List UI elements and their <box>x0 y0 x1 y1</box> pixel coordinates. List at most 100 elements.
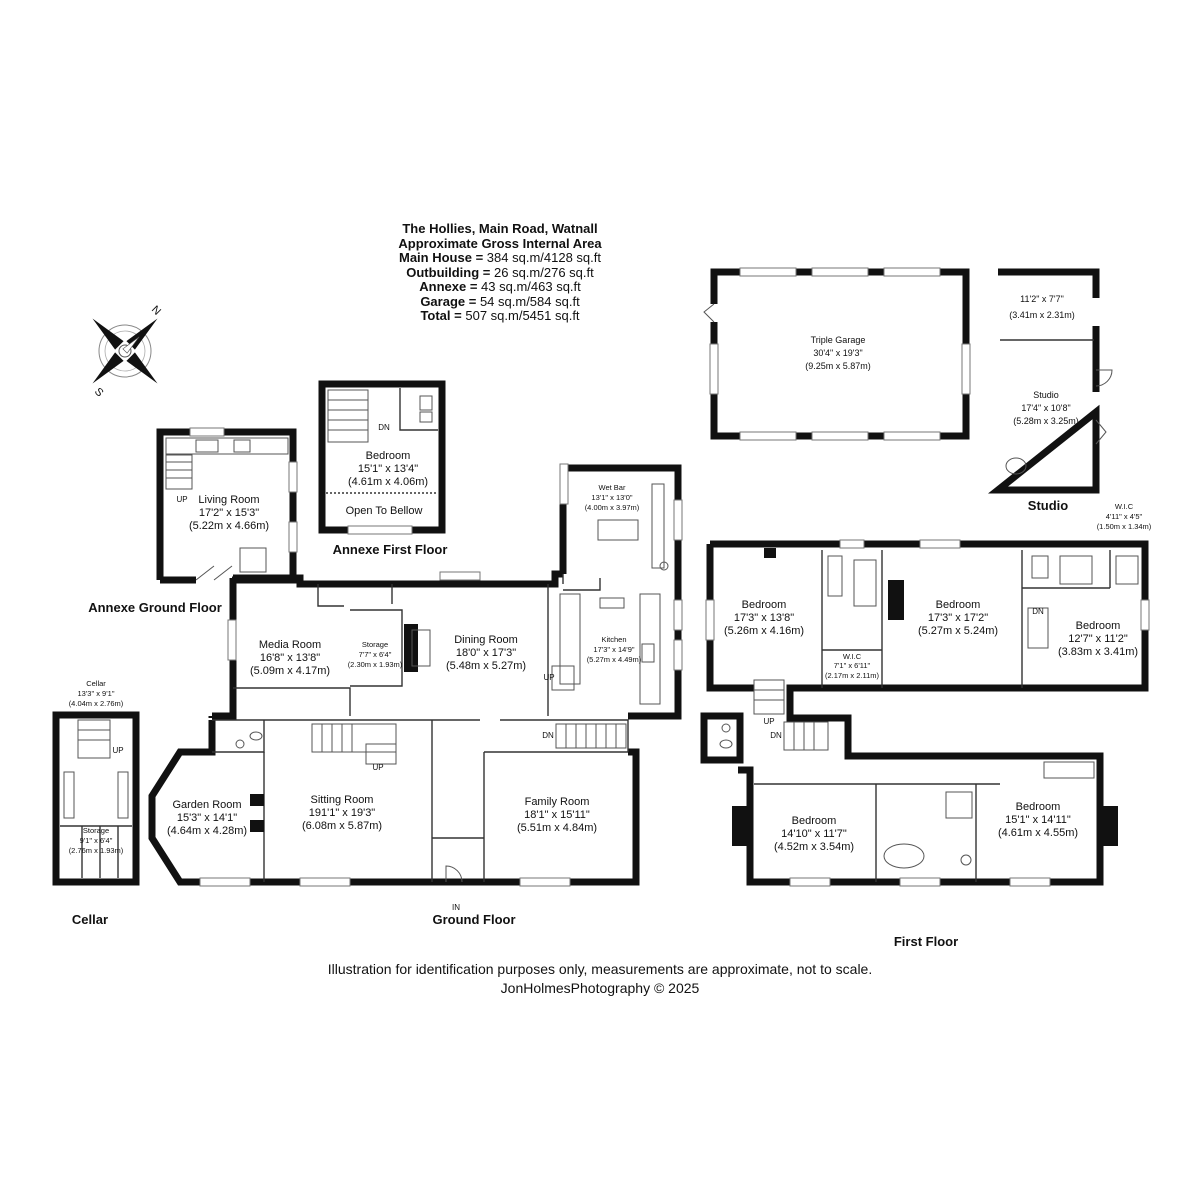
footer: Illustration for identification purposes… <box>200 960 1000 998</box>
area-row-total: Total = 507 sq.m/5451 sq.ft <box>420 308 580 323</box>
wic-right-metric: (1.50m x 1.34m) <box>1097 522 1152 531</box>
area-row-annexe: Annexe = 43 sq.m/463 sq.ft <box>419 279 581 294</box>
area-subtitle: Approximate Gross Internal Area <box>398 235 602 251</box>
area-label: Total <box>420 308 451 323</box>
cellar-up-label: UP <box>112 746 123 755</box>
cellar-metric: (4.04m x 2.76m) <box>69 699 124 708</box>
open-to-below-label: Open To Bellow <box>346 505 423 517</box>
property-title: The Hollies, Main Road, Watnall <box>402 221 598 236</box>
area-value: 26 sq.m/276 sq.ft <box>494 264 594 280</box>
first-floor-label: First Floor <box>894 934 958 949</box>
bedroom-5-metric: (4.61m x 4.55m) <box>998 827 1078 839</box>
area-label: Garage <box>420 293 466 309</box>
cellar-imperial: 13'3" x 9'1" <box>78 689 115 698</box>
area-value: 54 sq.m/584 sq.ft <box>479 293 580 309</box>
storage-metric: (2.30m x 1.93m) <box>348 660 403 669</box>
annexe-bedroom-metric: (4.61m x 4.06m) <box>348 476 428 488</box>
bedroom-1-metric: (5.26m x 4.16m) <box>724 625 804 637</box>
compass-rose-icon: N S <box>92 304 163 400</box>
annexe-first-floor-label: Annexe First Floor <box>333 542 448 557</box>
area-row-main-house: Main House = 384 sq.m/4128 sq.ft <box>399 250 601 265</box>
area-row-garage: Garage = 54 sq.m/584 sq.ft <box>420 293 580 309</box>
copyright: JonHolmesPhotography © 2025 <box>500 980 700 996</box>
family-room-metric: (5.51m x 4.84m) <box>517 822 597 834</box>
storage-imperial: 7'7" x 6'4" <box>359 650 392 659</box>
cellar-floor: UP Storage 9'1" x 6'4" (2.76m x 1.93m) <box>52 711 140 886</box>
annexe-up-label: UP <box>176 495 187 504</box>
bedroom-5-imperial: 15'1" x 14'11" <box>1005 814 1071 826</box>
bedroom-1-name: Bedroom <box>742 599 787 611</box>
wic-imperial: 7'1" x 6'11" <box>834 661 871 670</box>
sitting-room-metric: (6.08m x 5.87m) <box>302 820 382 832</box>
bedroom-1-imperial: 17'3" x 13'8" <box>734 612 794 624</box>
triple-garage: Triple Garage 30'4" x 19'3" (9.25m x 5.8… <box>703 267 971 441</box>
area-value: 507 sq.m/5451 sq.ft <box>465 308 580 323</box>
kitchen-name: Kitchen <box>601 635 626 644</box>
annexe-dn-label: DN <box>378 423 390 432</box>
storage-name: Storage <box>362 640 388 649</box>
studio-imperial: 17'4" x 10'8" <box>1021 403 1070 413</box>
bedroom-3-metric: (3.83m x 3.41m) <box>1058 646 1138 658</box>
studio-small-imperial: 11'2" x 7'7" <box>1020 294 1064 304</box>
ground-up-label: UP <box>372 763 383 772</box>
annexe-bedroom-imperial: 15'1" x 13'4" <box>358 463 418 475</box>
annexe-ground-floor-label: Annexe Ground Floor <box>88 600 222 615</box>
ground-floor-label: Ground Floor <box>432 912 515 927</box>
area-label: Main House <box>399 250 472 265</box>
first-up-label: UP <box>763 717 774 726</box>
ground-floor: IN UP DN UP Media Room 16'8" x 13'8" (5.… <box>148 463 683 912</box>
media-room-imperial: 16'8" x 13'8" <box>260 652 320 664</box>
cellar-floor-label: Cellar <box>72 912 108 927</box>
cellar-storage-imperial: 9'1" x 6'4" <box>80 836 113 845</box>
bedroom-5-name: Bedroom <box>1016 801 1061 813</box>
sitting-room-imperial: 191'1" x 19'3" <box>309 807 376 819</box>
wet-bar-imperial: 13'1" x 13'0" <box>591 493 632 502</box>
bedroom-3-imperial: 12'7" x 11'2" <box>1068 633 1128 645</box>
annexe-bedroom-name: Bedroom <box>366 450 411 462</box>
wic-right-imperial: 4'11" x 4'5" <box>1106 512 1143 521</box>
bedroom-2-imperial: 17'3" x 17'2" <box>928 612 988 624</box>
ground-dn-label: DN <box>542 731 554 740</box>
annexe-first-floor: DN Bedroom 15'1" x 13'4" (4.61m x 4.06m)… <box>318 380 446 535</box>
wic-name: W.I.C <box>843 652 862 661</box>
family-room-imperial: 18'1" x 15'11" <box>524 809 590 821</box>
living-room-imperial: 17'2" x 15'3" <box>199 507 259 519</box>
kitchen-metric: (5.27m x 4.49m) <box>587 655 642 664</box>
garden-room-metric: (4.64m x 4.28m) <box>167 825 247 837</box>
triple-garage-name: Triple Garage <box>811 335 866 345</box>
garden-room-imperial: 15'3" x 14'1" <box>177 812 237 824</box>
cellar-name: Cellar <box>86 679 106 688</box>
wic-right-name: W.I.C <box>1115 502 1134 511</box>
wic-metric: (2.17m x 2.11m) <box>825 671 880 680</box>
first-dn-label-2: DN <box>770 731 782 740</box>
entrance-label: IN <box>452 903 460 912</box>
bedroom-3-name: Bedroom <box>1076 620 1121 632</box>
cellar-storage-metric: (2.76m x 1.93m) <box>69 846 124 855</box>
wet-bar-name: Wet Bar <box>599 483 626 492</box>
media-room-name: Media Room <box>259 639 321 651</box>
wet-bar-metric: (4.00m x 3.97m) <box>585 503 640 512</box>
cellar-storage-name: Storage <box>83 826 109 835</box>
triple-garage-metric: (9.25m x 5.87m) <box>805 361 871 371</box>
studio-name: Studio <box>1033 390 1059 400</box>
disclaimer: Illustration for identification purposes… <box>327 961 873 977</box>
triple-garage-imperial: 30'4" x 19'3" <box>813 348 862 358</box>
garden-room-name: Garden Room <box>172 799 241 811</box>
first-dn-label: DN <box>1032 607 1044 616</box>
studio-label: Studio <box>1028 498 1068 513</box>
kitchen-up-label: UP <box>543 673 554 682</box>
area-summary: The Hollies, Main Road, Watnall Approxim… <box>330 221 670 324</box>
area-value: 43 sq.m/463 sq.ft <box>481 279 581 294</box>
family-room-name: Family Room <box>525 796 590 808</box>
kitchen-imperial: 17'3" x 14'9" <box>593 645 634 654</box>
dining-room-metric: (5.48m x 5.27m) <box>446 660 526 672</box>
sitting-room-name: Sitting Room <box>311 794 374 806</box>
bedroom-2-metric: (5.27m x 5.24m) <box>918 625 998 637</box>
media-room-metric: (5.09m x 4.17m) <box>250 665 330 677</box>
dining-room-name: Dining Room <box>454 634 518 646</box>
living-room-name: Living Room <box>198 494 259 506</box>
bedroom-4-name: Bedroom <box>792 815 837 827</box>
bedroom-4-imperial: 14'10" x 11'7" <box>781 828 847 840</box>
area-value: 384 sq.m/4128 sq.ft <box>486 250 601 265</box>
